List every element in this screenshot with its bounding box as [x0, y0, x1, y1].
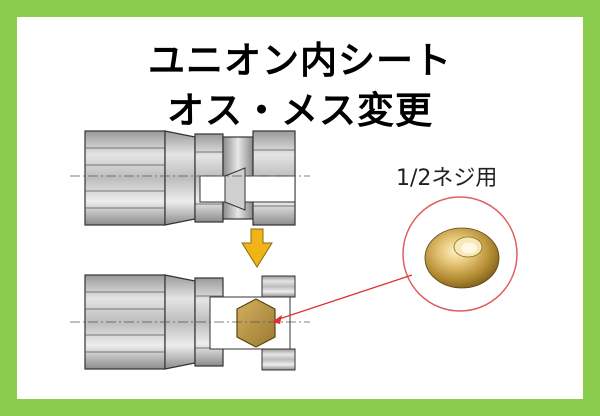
title-line-2: オス・メス変更: [167, 89, 433, 132]
seat-callout: [402, 196, 518, 312]
down-arrow-icon: [241, 228, 273, 268]
title-line-1: ユニオン内シート: [148, 39, 452, 82]
top-union-fitting: [70, 130, 310, 226]
callout-leader: [275, 274, 413, 321]
leader-arrow-icon: [272, 315, 282, 324]
brass-seat-icon: [236, 298, 276, 348]
spec-label: 1/2ネジ用: [396, 166, 498, 191]
bottom-union-fitting: [70, 274, 310, 371]
